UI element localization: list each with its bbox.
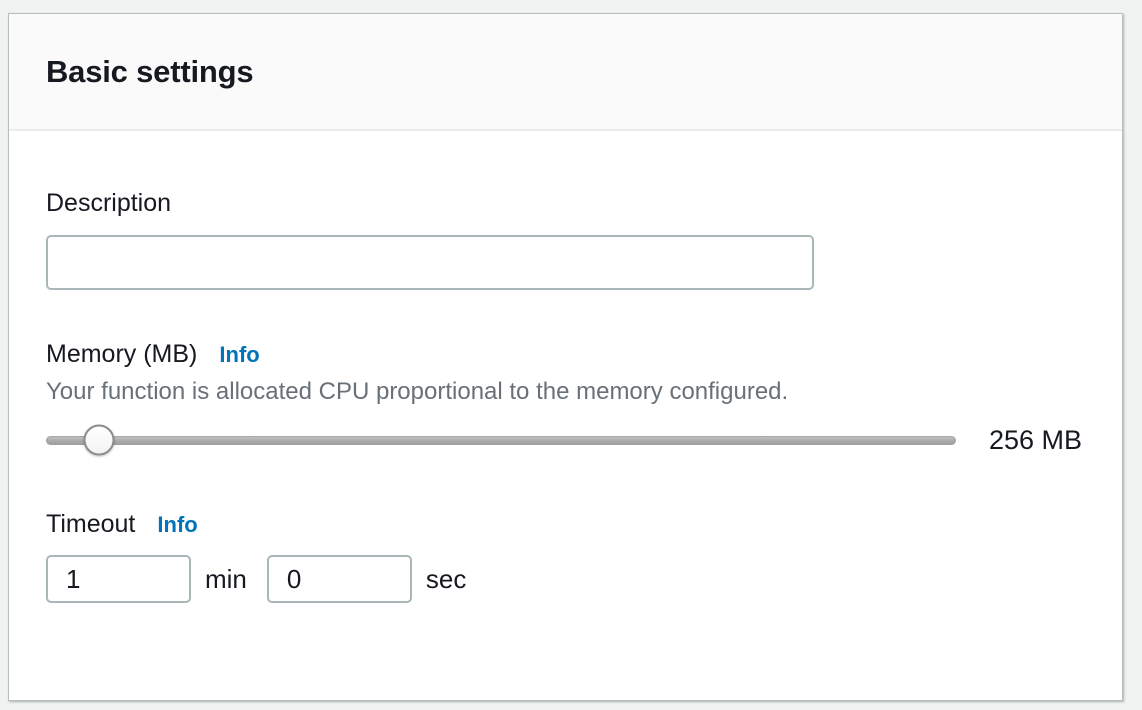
description-label: Description	[46, 189, 172, 217]
memory-slider[interactable]	[46, 422, 956, 458]
timeout-field-group: Timeout Info min sec	[46, 508, 1082, 603]
memory-value-label: 256 MB	[988, 424, 1082, 455]
timeout-minutes-input[interactable]	[46, 555, 191, 603]
timeout-label: Timeout	[46, 510, 136, 538]
panel-body: Description Memory (MB) Info Your functi…	[9, 131, 1122, 603]
panel-title: Basic settings	[46, 53, 254, 89]
memory-slider-track	[46, 436, 956, 445]
memory-slider-thumb[interactable]	[83, 424, 115, 456]
description-field-group: Description	[46, 187, 1082, 290]
timeout-inputs-row: min sec	[46, 555, 1082, 603]
timeout-minutes-unit-label: min	[205, 563, 247, 594]
timeout-label-row: Timeout Info	[46, 508, 1082, 540]
memory-label: Memory (MB)	[46, 340, 198, 368]
memory-label-row: Memory (MB) Info	[46, 338, 1082, 370]
memory-slider-row: 256 MB	[46, 422, 1082, 458]
timeout-seconds-unit-label: sec	[425, 563, 467, 594]
timeout-seconds-input[interactable]	[266, 555, 412, 603]
memory-field-group: Memory (MB) Info Your function is alloca…	[46, 338, 1082, 458]
basic-settings-panel: Basic settings Description Memory (MB) I…	[8, 13, 1123, 701]
timeout-info-link[interactable]: Info	[157, 512, 198, 537]
description-input[interactable]	[46, 235, 814, 290]
panel-header: Basic settings	[9, 14, 1122, 131]
memory-info-link[interactable]: Info	[219, 342, 260, 367]
memory-help-text: Your function is allocated CPU proportio…	[46, 378, 789, 405]
